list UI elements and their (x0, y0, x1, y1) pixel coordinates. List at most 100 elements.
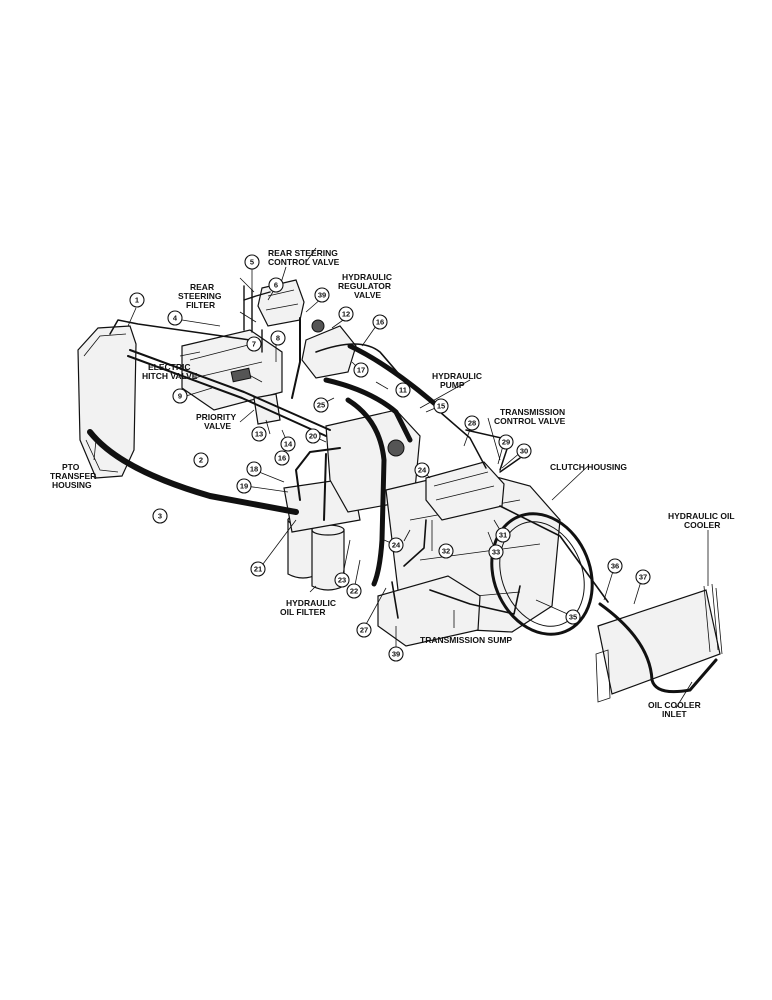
svg-text:TRANSFER: TRANSFER (50, 471, 96, 481)
callout-20: 20 (305, 428, 321, 444)
svg-text:COOLER: COOLER (684, 520, 720, 530)
callout-4: 4 (167, 310, 183, 326)
svg-text:INLET: INLET (662, 709, 687, 719)
callout-7: 7 (246, 336, 262, 352)
callout-8: 8 (270, 330, 286, 346)
label-rear-steering-control-valve: REAR STEERING CONTROL VALVE (268, 248, 340, 267)
svg-text:TRANSMISSION SUMP: TRANSMISSION SUMP (420, 635, 512, 645)
callout-22: 22 (346, 583, 362, 599)
svg-text:23: 23 (338, 576, 346, 585)
hydraulic-lines (87, 285, 718, 694)
svg-text:39: 39 (318, 291, 326, 300)
svg-text:32: 32 (442, 547, 450, 556)
hydraulic-regulator-valve-part (301, 325, 357, 379)
svg-text:HYDRAULIC: HYDRAULIC (432, 371, 482, 381)
svg-text:19: 19 (240, 482, 248, 491)
svg-text:8: 8 (276, 334, 280, 343)
svg-text:HYDRAULIC OIL: HYDRAULIC OIL (668, 511, 735, 521)
svg-text:7: 7 (252, 340, 256, 349)
svg-text:CONTROL VALVE: CONTROL VALVE (268, 257, 340, 267)
label-hydraulic-oil-filter: HYDRAULIC OIL FILTER (280, 598, 336, 617)
callout-25: 25 (313, 397, 329, 413)
label-clutch-housing: CLUTCH HOUSING (550, 462, 627, 472)
callout-15: 15 (433, 398, 449, 414)
callout-12: 12 (338, 306, 354, 322)
svg-text:OIL COOLER: OIL COOLER (648, 700, 701, 710)
svg-text:HYDRAULIC: HYDRAULIC (342, 272, 392, 282)
label-hydraulic-regulator-valve: HYDRAULIC REGULATOR VALVE (338, 272, 392, 300)
svg-text:1: 1 (135, 296, 139, 305)
svg-text:PRIORITY: PRIORITY (196, 412, 236, 422)
svg-text:35: 35 (569, 613, 577, 622)
svg-text:FILTER: FILTER (186, 300, 215, 310)
label-electric-hitch-valve: ELECTRIC HITCH VALVE (142, 362, 198, 381)
svg-text:VALVE: VALVE (204, 421, 231, 431)
callout-35: 35 (565, 609, 581, 625)
svg-text:HYDRAULIC: HYDRAULIC (286, 598, 336, 608)
svg-text:OIL FILTER: OIL FILTER (280, 607, 326, 617)
label-rear-steering-filter: REAR STEERING FILTER (178, 282, 222, 310)
svg-text:14: 14 (284, 440, 293, 449)
svg-text:24: 24 (418, 466, 427, 475)
callout-36: 36 (607, 558, 623, 574)
transmission-sump-part (377, 575, 481, 647)
label-hydraulic-oil-cooler: HYDRAULIC OIL COOLER (668, 511, 735, 530)
callout-19: 19 (236, 478, 252, 494)
svg-text:28: 28 (468, 419, 476, 428)
svg-text:24: 24 (392, 541, 401, 550)
svg-text:33: 33 (492, 548, 500, 557)
callout-6: 6 (268, 277, 284, 293)
callout-39-low: 39 (388, 646, 404, 662)
svg-text:12: 12 (342, 310, 350, 319)
callout-21: 21 (250, 561, 266, 577)
svg-text:PUMP: PUMP (440, 380, 465, 390)
callout-16-top: 16 (372, 314, 388, 330)
pto-transfer-housing-part (77, 325, 137, 479)
svg-text:22: 22 (350, 587, 358, 596)
callout-11: 11 (395, 382, 411, 398)
label-oil-cooler-inlet: OIL COOLER INLET (648, 700, 701, 719)
svg-text:9: 9 (178, 392, 182, 401)
label-pto-transfer-housing: PTO TRANSFER HOUSING (50, 462, 96, 490)
text-labels: REAR STEERING CONTROL VALVE REAR STEERIN… (50, 248, 735, 719)
svg-text:STEERING: STEERING (178, 291, 222, 301)
callout-30: 30 (516, 443, 532, 459)
svg-text:25: 25 (317, 401, 325, 410)
svg-text:15: 15 (437, 402, 445, 411)
svg-text:VALVE: VALVE (354, 290, 381, 300)
svg-text:PTO: PTO (62, 462, 80, 472)
transmission-control-valve-part (425, 461, 505, 521)
svg-text:11: 11 (399, 386, 407, 395)
svg-text:31: 31 (499, 531, 507, 540)
svg-text:HITCH VALVE: HITCH VALVE (142, 371, 198, 381)
callout-2: 2 (193, 452, 209, 468)
svg-text:REAR: REAR (190, 282, 214, 292)
svg-text:4: 4 (173, 314, 178, 323)
svg-text:37: 37 (639, 573, 647, 582)
callout-29: 29 (498, 434, 514, 450)
svg-text:ELECTRIC: ELECTRIC (148, 362, 191, 372)
svg-text:5: 5 (250, 258, 254, 267)
svg-text:2: 2 (199, 456, 203, 465)
callout-32: 32 (438, 543, 454, 559)
svg-text:REAR STEERING: REAR STEERING (268, 248, 338, 258)
svg-text:30: 30 (520, 447, 528, 456)
callout-13: 13 (251, 426, 267, 442)
svg-text:16: 16 (278, 454, 286, 463)
callout-33: 33 (488, 544, 504, 560)
callout-3: 3 (152, 508, 168, 524)
callout-23: 23 (334, 572, 350, 588)
callout-5: 5 (244, 254, 260, 270)
callout-31: 31 (495, 527, 511, 543)
callout-27: 27 (356, 622, 372, 638)
label-transmission-sump: TRANSMISSION SUMP (420, 635, 512, 645)
callout-17: 17 (353, 362, 369, 378)
label-hydraulic-pump: HYDRAULIC PUMP (432, 371, 482, 390)
svg-text:27: 27 (360, 626, 368, 635)
callout-39-top: 39 (314, 287, 330, 303)
svg-text:CLUTCH HOUSING: CLUTCH HOUSING (550, 462, 627, 472)
svg-text:20: 20 (309, 432, 317, 441)
svg-text:17: 17 (357, 366, 365, 375)
callout-24-top: 24 (414, 462, 430, 478)
